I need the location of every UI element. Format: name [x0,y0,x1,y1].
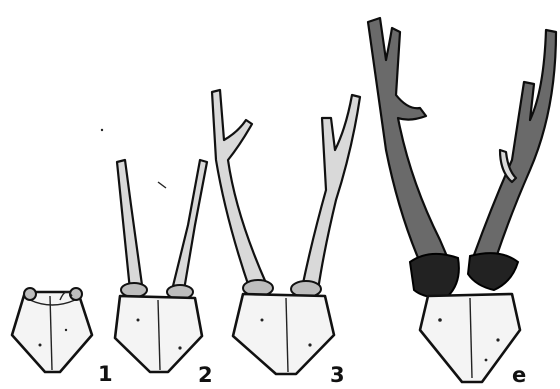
pedicle-right-1 [70,288,82,300]
antler-left-e [368,18,452,276]
antler-right-2 [173,160,207,290]
antler-right-e [470,30,556,270]
skull-plate-3 [233,294,334,374]
specimen-2: 2 [115,160,213,387]
specimen-e: e [368,18,556,387]
antler-left-2 [117,160,142,290]
pedicle-left-1 [24,288,36,300]
label-2: 2 [198,363,213,387]
antler-left-3 [212,90,266,290]
label-3: 3 [330,363,345,387]
coronet-right-e [468,253,518,290]
antler-right-3 [302,95,360,290]
specimen-3: 3 [212,90,360,387]
label-1: 1 [98,362,113,386]
label-e: e [512,363,526,387]
specimen-1: 1 [12,288,113,386]
coronet-left-e [410,254,459,297]
